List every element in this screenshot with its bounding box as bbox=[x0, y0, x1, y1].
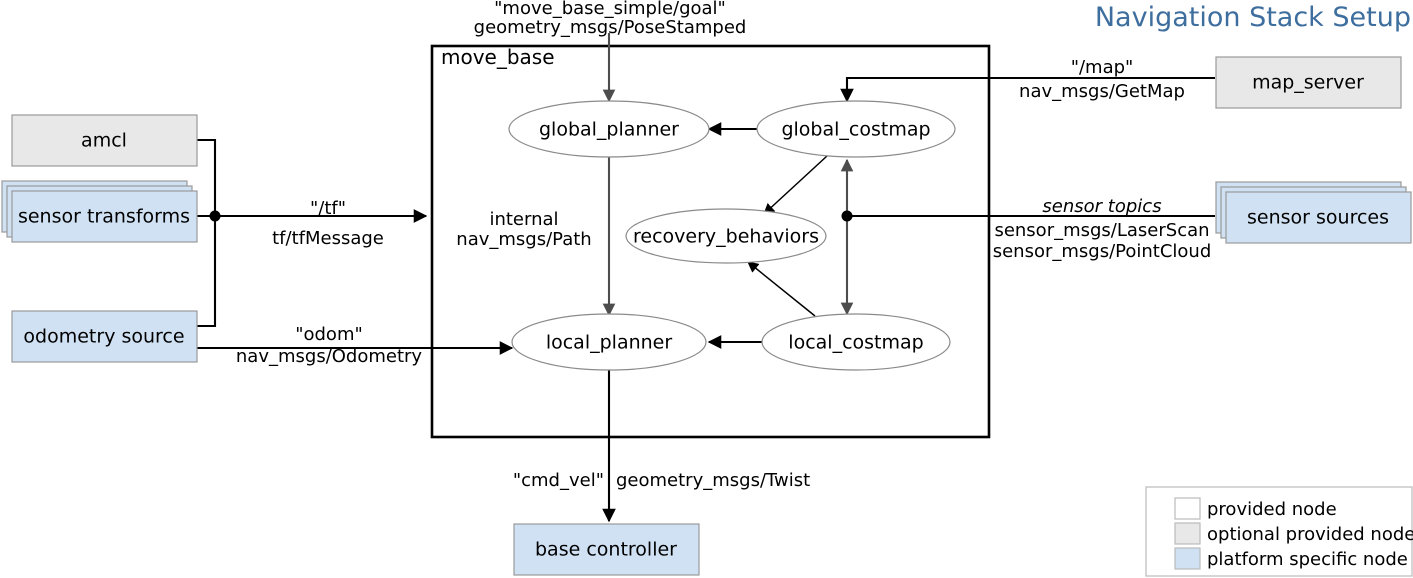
legend-swatch-platform-specific-node bbox=[1174, 547, 1201, 570]
node-sensor-sources-label: sensor sources bbox=[1247, 207, 1389, 229]
edge-label-tf-type: tf/tfMessage bbox=[272, 228, 384, 249]
legend-swatch-optional-provided-node bbox=[1174, 522, 1201, 545]
edge-label-internal-topic: internal bbox=[489, 209, 558, 230]
edge-map-server-to-global-costmap bbox=[840, 76, 1215, 103]
node-odometry-source-label: odometry source bbox=[23, 326, 184, 348]
node-amcl-label: amcl bbox=[81, 130, 127, 152]
legend-label-platform-specific-node: platform specific node bbox=[1207, 549, 1408, 570]
edge-label-goal-topic: "move_base_simple/goal" bbox=[494, 0, 726, 19]
legend: provided node optional provided node pla… bbox=[1145, 486, 1413, 577]
node-recovery-behaviors-label: recovery_behaviors bbox=[633, 226, 819, 248]
edge-label-sensor-topics: sensor topics bbox=[1042, 196, 1161, 217]
edge-label-cmdvel-topic: "cmd_vel" bbox=[513, 470, 604, 491]
node-recovery-behaviors[interactable]: recovery_behaviors bbox=[625, 208, 827, 264]
edge-label-sensor-type-1: sensor_msgs/LaserScan bbox=[994, 220, 1209, 241]
legend-swatch-provided-node bbox=[1174, 497, 1201, 520]
edge-label-sensor-type-2: sensor_msgs/PointCloud bbox=[993, 241, 1212, 262]
node-map-server[interactable]: map_server bbox=[1215, 56, 1402, 109]
legend-label-optional-provided-node: optional provided node bbox=[1207, 524, 1413, 545]
node-global-planner-label: global_planner bbox=[539, 119, 679, 141]
node-base-controller-label: base controller bbox=[535, 539, 677, 561]
node-sensor-sources[interactable]: sensor sources bbox=[1215, 181, 1412, 244]
node-local-costmap[interactable]: local_costmap bbox=[761, 313, 951, 371]
node-base-controller[interactable]: base controller bbox=[513, 523, 700, 576]
node-global-costmap-label: global_costmap bbox=[781, 119, 930, 141]
move-base-container-label: move_base bbox=[441, 45, 555, 69]
node-amcl[interactable]: amcl bbox=[11, 114, 198, 167]
legend-label-provided-node: provided node bbox=[1207, 499, 1337, 520]
node-global-planner[interactable]: global_planner bbox=[508, 100, 710, 158]
edge-local-costmap-to-recovery-behaviors bbox=[747, 261, 816, 317]
node-local-planner-label: local_planner bbox=[546, 332, 673, 354]
edge-label-map-type: nav_msgs/GetMap bbox=[1019, 81, 1185, 102]
sensor-junction-dot bbox=[841, 210, 853, 222]
edge-label-internal-type: nav_msgs/Path bbox=[456, 229, 591, 250]
edge-label-odom-type: nav_msgs/Odometry bbox=[236, 346, 423, 367]
edge-label-goal-type: geometry_msgs/PoseStamped bbox=[474, 17, 747, 38]
edge-label-odom-topic: "odom" bbox=[295, 324, 363, 345]
edge-global-costmap-to-recovery-behaviors bbox=[763, 155, 828, 215]
node-sensor-transforms[interactable]: sensor transforms bbox=[1, 180, 198, 243]
node-global-costmap[interactable]: global_costmap bbox=[756, 100, 956, 158]
node-local-planner[interactable]: local_planner bbox=[511, 313, 707, 371]
edge-label-tf-topic: "/tf" bbox=[310, 198, 346, 219]
move-base-container bbox=[430, 44, 991, 439]
edge-label-cmdvel-type: geometry_msgs/Twist bbox=[616, 470, 810, 491]
edge-tf-bracket bbox=[197, 138, 217, 328]
node-local-costmap-label: local_costmap bbox=[788, 332, 923, 354]
node-map-server-label: map_server bbox=[1252, 72, 1364, 94]
node-sensor-transforms-label: sensor transforms bbox=[18, 206, 190, 228]
node-odometry-source[interactable]: odometry source bbox=[11, 310, 198, 363]
edge-label-map-topic: "/map" bbox=[1071, 57, 1134, 78]
page-title: Navigation Stack Setup bbox=[1095, 2, 1411, 33]
